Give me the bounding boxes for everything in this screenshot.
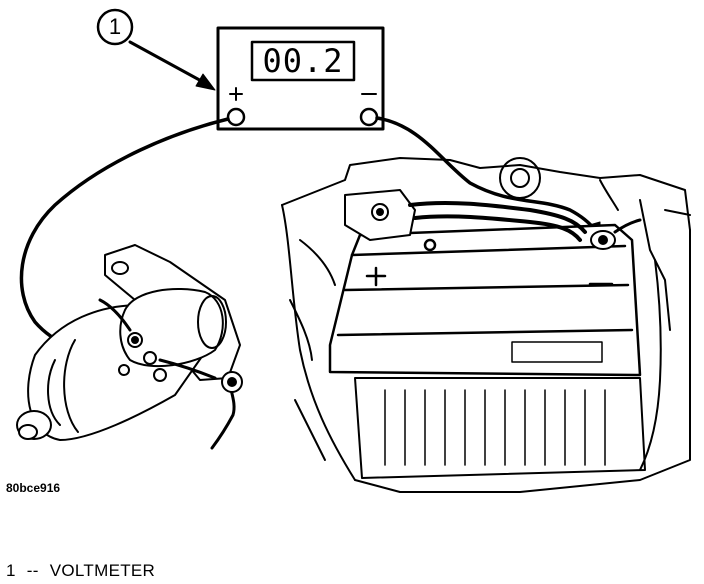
legend-number: 1 — [6, 561, 16, 580]
starter-motor — [16, 244, 243, 450]
legend-text: VOLTMETER — [49, 561, 156, 580]
engine-compartment — [281, 157, 691, 493]
legend-separator: -- — [26, 561, 39, 580]
negative-test-lead — [375, 116, 597, 232]
battery — [328, 223, 642, 377]
battery-positive-cable — [344, 189, 587, 242]
voltmeter-positive-terminal — [226, 107, 246, 127]
battery-plus-marking — [365, 266, 387, 287]
voltmeter-display — [250, 40, 356, 82]
callout-circle — [96, 8, 134, 46]
figure-id: 80bce916 — [6, 481, 61, 495]
voltmeter-reading: 00.2 — [262, 42, 344, 80]
battery-negative-post — [590, 218, 642, 250]
voltmeter-plus-marking — [229, 87, 243, 101]
legend: 1 -- VOLTMETER — [6, 561, 155, 581]
voltmeter-negative-terminal — [359, 107, 379, 127]
callout-arrow — [128, 40, 216, 91]
callout-number: 1 — [108, 14, 122, 39]
voltmeter — [216, 26, 385, 131]
